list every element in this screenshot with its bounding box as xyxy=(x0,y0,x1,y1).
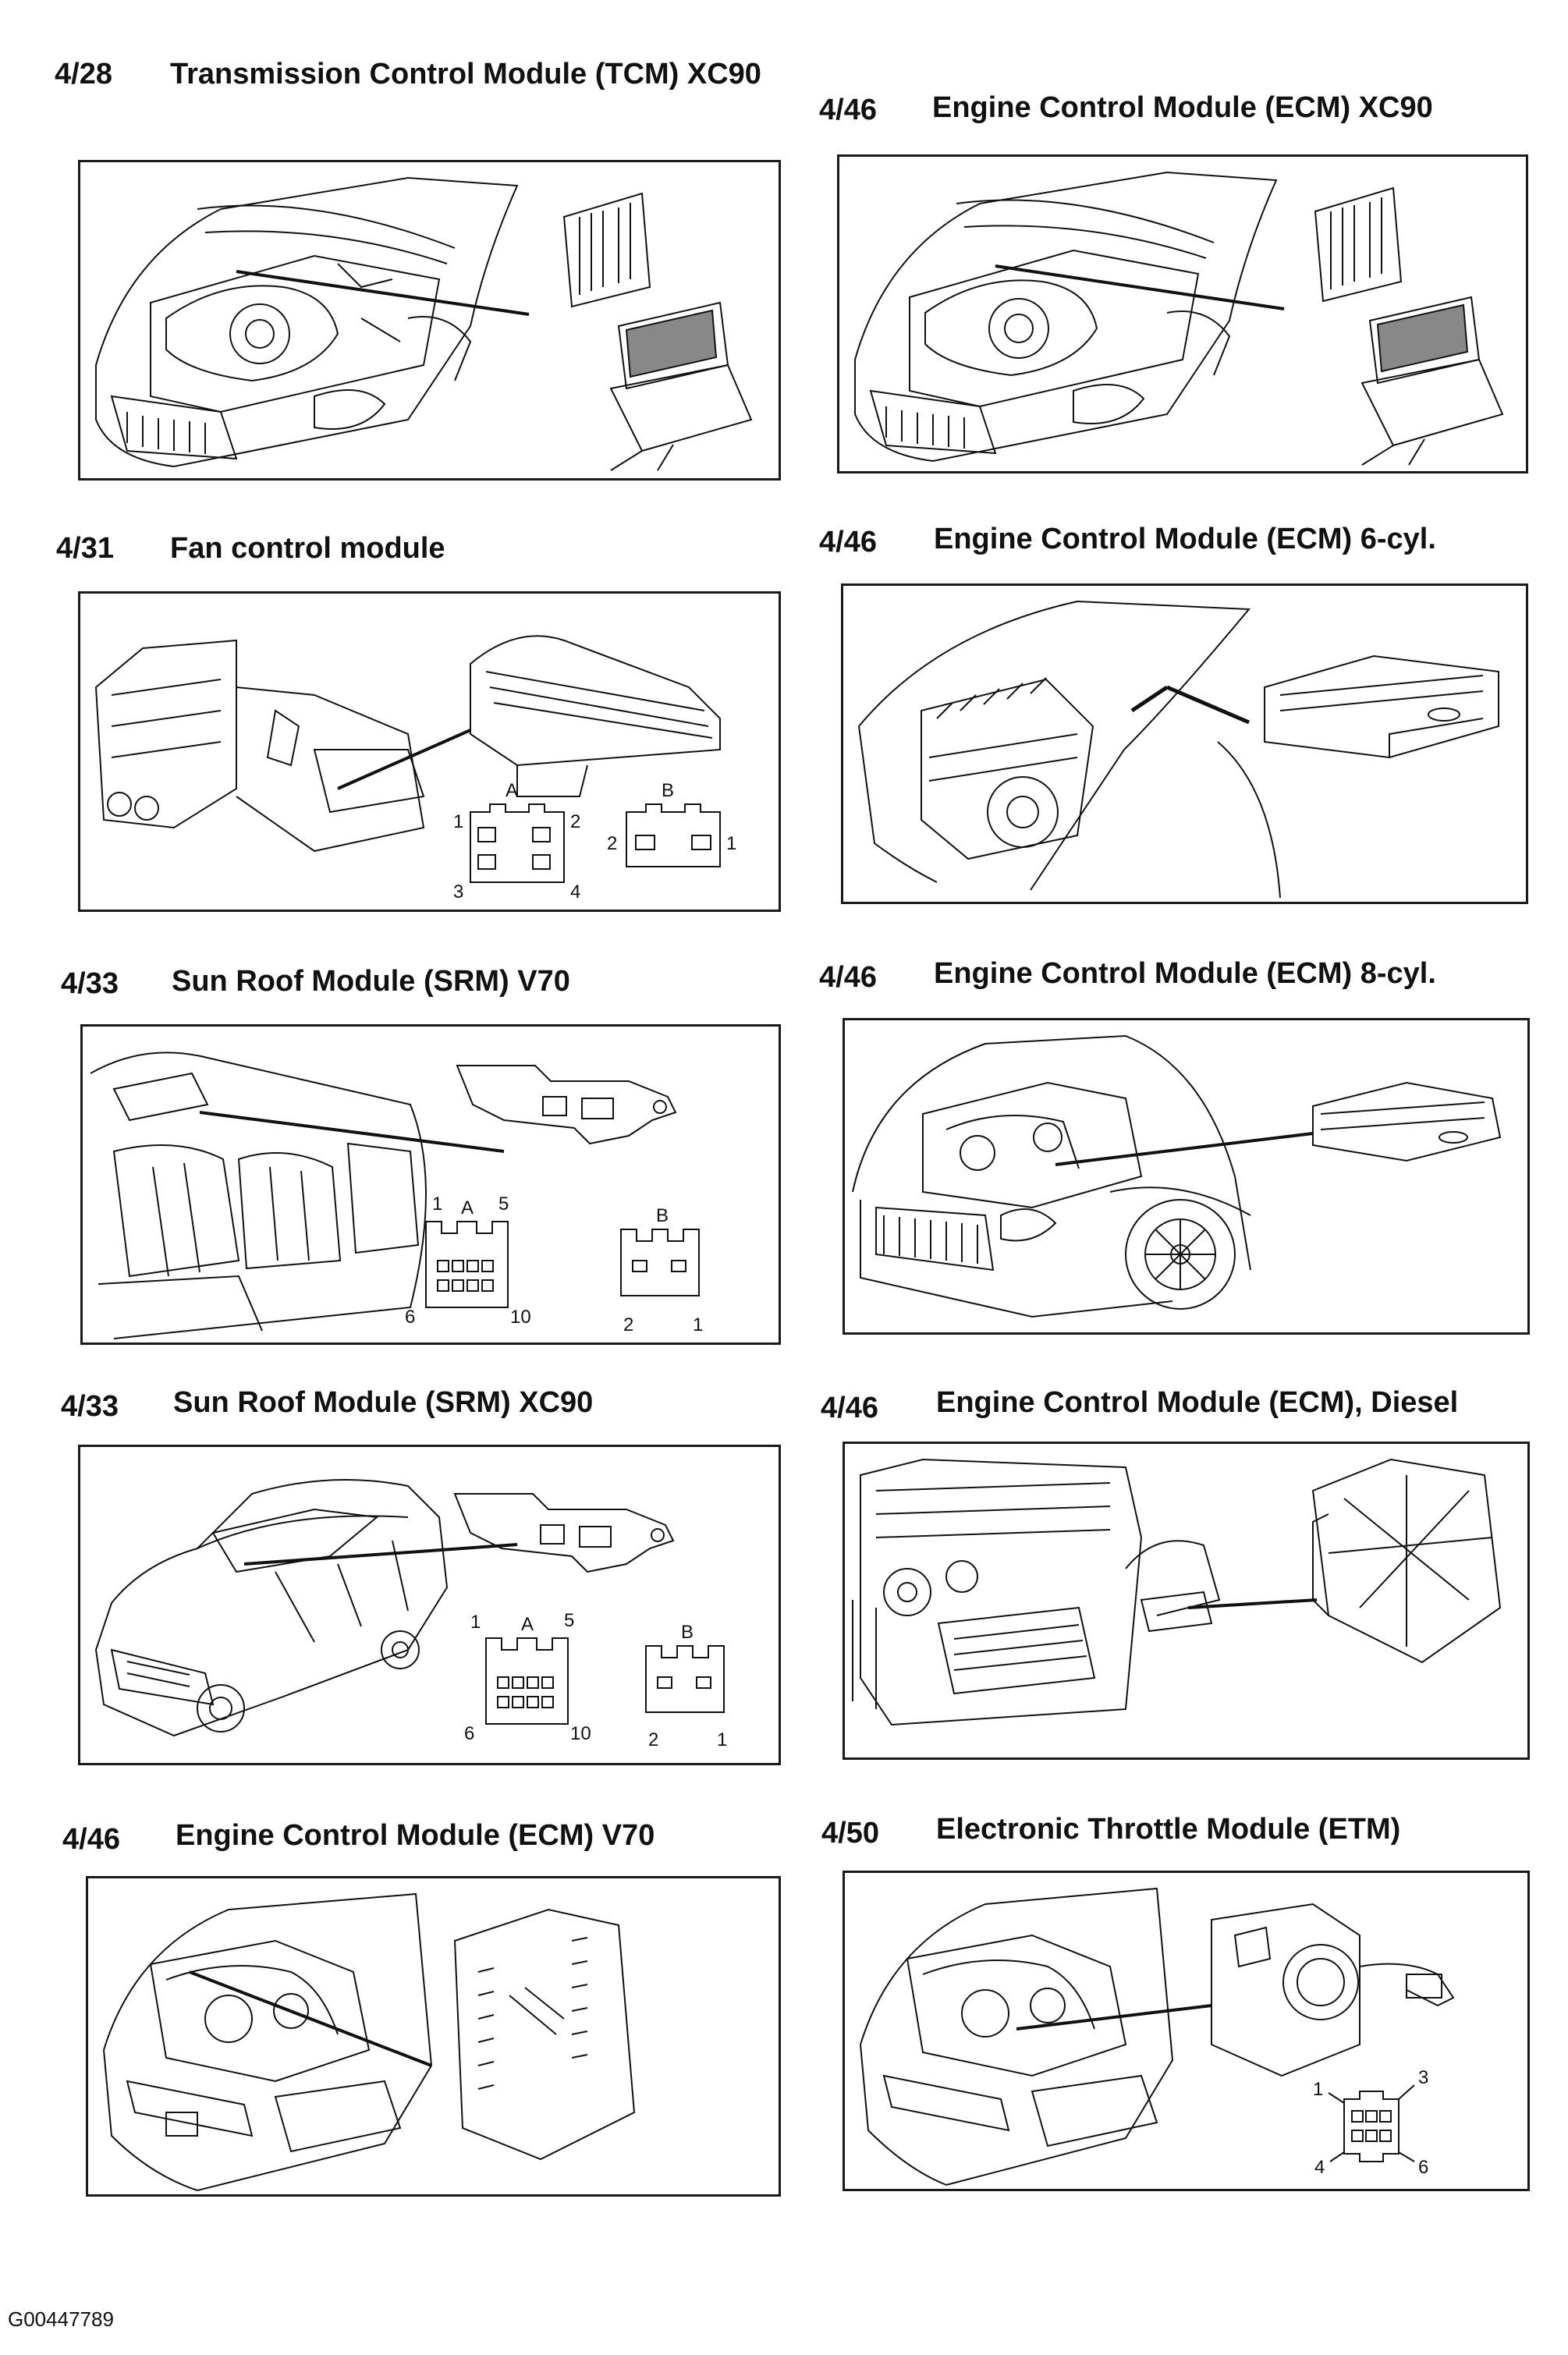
connector-b-icon xyxy=(645,1645,725,1713)
section-code: 4/46 xyxy=(821,1392,878,1424)
pin-label: 3 xyxy=(1418,2067,1428,2088)
diagram-frame: A 1 2 3 4 B 2 1 xyxy=(78,591,781,912)
pin-label: 1 xyxy=(693,1314,703,1335)
pin-label: 2 xyxy=(570,811,580,832)
diagram-frame: A 1 5 6 10 B 2 1 xyxy=(80,1024,781,1345)
pin-label: 1 xyxy=(453,811,463,832)
pin-label: 2 xyxy=(623,1314,633,1335)
engine-6cyl-illustration xyxy=(858,600,1499,899)
pin-label: 5 xyxy=(498,1193,509,1215)
pin-label: 5 xyxy=(564,1610,574,1631)
pin-label: 2 xyxy=(607,833,617,854)
connector-b-icon xyxy=(626,803,721,867)
pin-label: 1 xyxy=(726,833,736,854)
diagram-frame: A 1 5 6 10 B 2 1 xyxy=(78,1445,781,1765)
pin-label: 4 xyxy=(1314,2157,1325,2178)
pin-label: 10 xyxy=(570,1723,591,1744)
diagram-frame xyxy=(843,1442,1530,1760)
diagram-frame: 1 3 4 6 xyxy=(843,1871,1530,2191)
connector-label: A xyxy=(506,780,518,801)
connector-label: A xyxy=(521,1614,534,1635)
connector-a-icon xyxy=(485,1637,569,1725)
diagram-frame xyxy=(843,1018,1530,1335)
connector-a-icon xyxy=(470,803,565,883)
pin-label: 1 xyxy=(717,1729,727,1750)
figure-id: G00447789 xyxy=(8,2307,114,2331)
section-code: 4/46 xyxy=(819,94,877,126)
fan-control-module-illustration: A 1 2 3 4 B 2 1 xyxy=(94,635,736,903)
section-code: 4/28 xyxy=(55,58,112,90)
connector-label: B xyxy=(656,1205,669,1226)
section-title: Electronic Throttle Module (ETM) xyxy=(936,1813,1401,1846)
section-title: Engine Control Module (ECM), Diesel xyxy=(936,1386,1459,1419)
xc90-exterior-illustration: A 1 5 6 10 B 2 1 xyxy=(94,1479,727,1750)
diagram-frame xyxy=(841,583,1528,904)
xc90-engine-bay-illustration xyxy=(95,176,753,471)
section-title: Engine Control Module (ECM) 8-cyl. xyxy=(934,957,1436,990)
section-code: 4/31 xyxy=(56,532,114,565)
section-code: 4/50 xyxy=(821,1817,879,1850)
section-code: 4/46 xyxy=(62,1823,120,1856)
v70-engine-bay-illustration xyxy=(103,1892,636,2191)
connector-a-icon xyxy=(425,1221,509,1308)
pin-label: 6 xyxy=(405,1307,415,1328)
diagram-frame xyxy=(78,160,781,481)
section-code: 4/46 xyxy=(819,526,877,559)
section-title: Engine Control Module (ECM) 6-cyl. xyxy=(934,523,1436,555)
section-title: Sun Roof Module (SRM) V70 xyxy=(172,965,570,998)
connector-icon xyxy=(1328,2084,1415,2162)
pin-label: 1 xyxy=(432,1193,442,1215)
electronic-throttle-illustration: 1 3 4 6 xyxy=(860,1887,1455,2186)
pin-label: 6 xyxy=(464,1723,474,1744)
section-title: Engine Control Module (ECM) XC90 xyxy=(932,91,1433,124)
connector-label: A xyxy=(461,1197,474,1218)
pin-label: 10 xyxy=(510,1307,531,1328)
connector-label: B xyxy=(662,780,674,801)
diagram-frame xyxy=(837,154,1528,473)
section-code: 4/33 xyxy=(61,1390,119,1423)
pin-label: 4 xyxy=(570,881,580,903)
section-title: Transmission Control Module (TCM) XC90 xyxy=(170,58,761,90)
xc90-engine-bay-illustration xyxy=(854,171,1504,466)
xc90-front-wheel-illustration xyxy=(852,1034,1502,1318)
diagram-frame xyxy=(86,1876,781,2197)
connector-b-icon xyxy=(620,1229,700,1296)
pin-label: 2 xyxy=(648,1729,658,1750)
section-title: Fan control module xyxy=(170,532,445,565)
section-title: Sun Roof Module (SRM) XC90 xyxy=(173,1386,594,1419)
v70-interior-illustration: A 1 5 6 10 B 2 1 xyxy=(90,1052,703,1339)
diesel-engine-illustration xyxy=(852,1458,1502,1726)
section-code: 4/46 xyxy=(819,961,877,994)
pin-label: 1 xyxy=(1313,2079,1323,2100)
pin-label: 6 xyxy=(1418,2157,1428,2178)
connector-label: B xyxy=(681,1622,694,1643)
section-code: 4/33 xyxy=(61,967,119,1000)
section-title: Engine Control Module (ECM) V70 xyxy=(176,1819,655,1852)
pin-label: 3 xyxy=(453,881,463,903)
pin-label: 1 xyxy=(470,1612,481,1633)
